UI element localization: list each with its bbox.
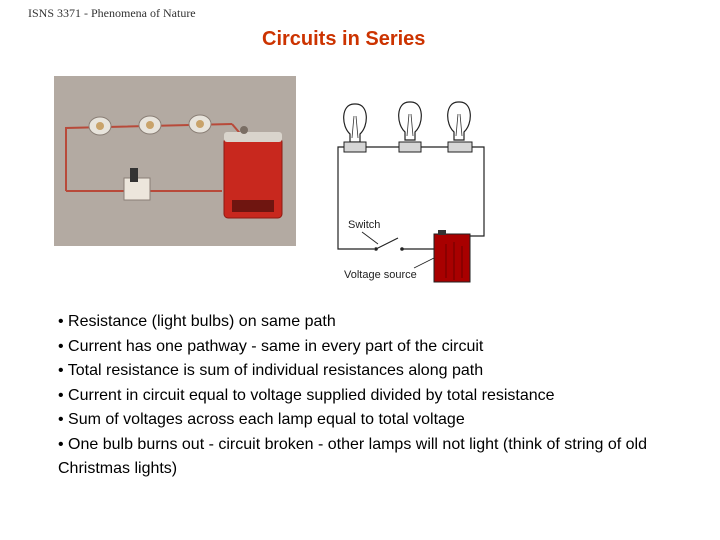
photo-switch (123, 168, 151, 201)
schematic-bulb-2 (398, 101, 422, 153)
photo-socket-2 (138, 115, 162, 135)
schematic-bulb-3 (447, 101, 473, 153)
course-header: ISNS 3371 - Phenomena of Nature (28, 6, 196, 20)
schematic-bulb-1 (343, 103, 367, 153)
circuit-photo (54, 76, 296, 246)
schematic-switch (374, 237, 434, 251)
schematic-switch-label: Switch (348, 219, 380, 231)
bullet-item: • Sum of voltages across each lamp equal… (58, 411, 465, 428)
bullet-item: • Current in circuit equal to voltage su… (58, 386, 555, 404)
photo-battery (223, 126, 283, 219)
bullet-item: • Current has one pathway - same in ever… (58, 337, 484, 355)
series-circuit-schematic: Switch Voltage source (336, 94, 496, 284)
photo-socket-3 (188, 114, 212, 134)
bullet-item: • Total resistance is sum of individual … (58, 362, 484, 379)
photo-socket-1 (88, 116, 112, 136)
bullet-item: • Resistance (light bulbs) on same path (58, 313, 336, 330)
bullet-list: • Resistance (light bulbs) on same path … (58, 310, 698, 482)
schematic-source-label: Voltage source (344, 269, 417, 281)
slide-title: Circuits in Series (262, 28, 426, 50)
schematic-voltage-source (433, 230, 471, 283)
bullet-item: • One bulb burns out - circuit broken - … (58, 435, 647, 478)
